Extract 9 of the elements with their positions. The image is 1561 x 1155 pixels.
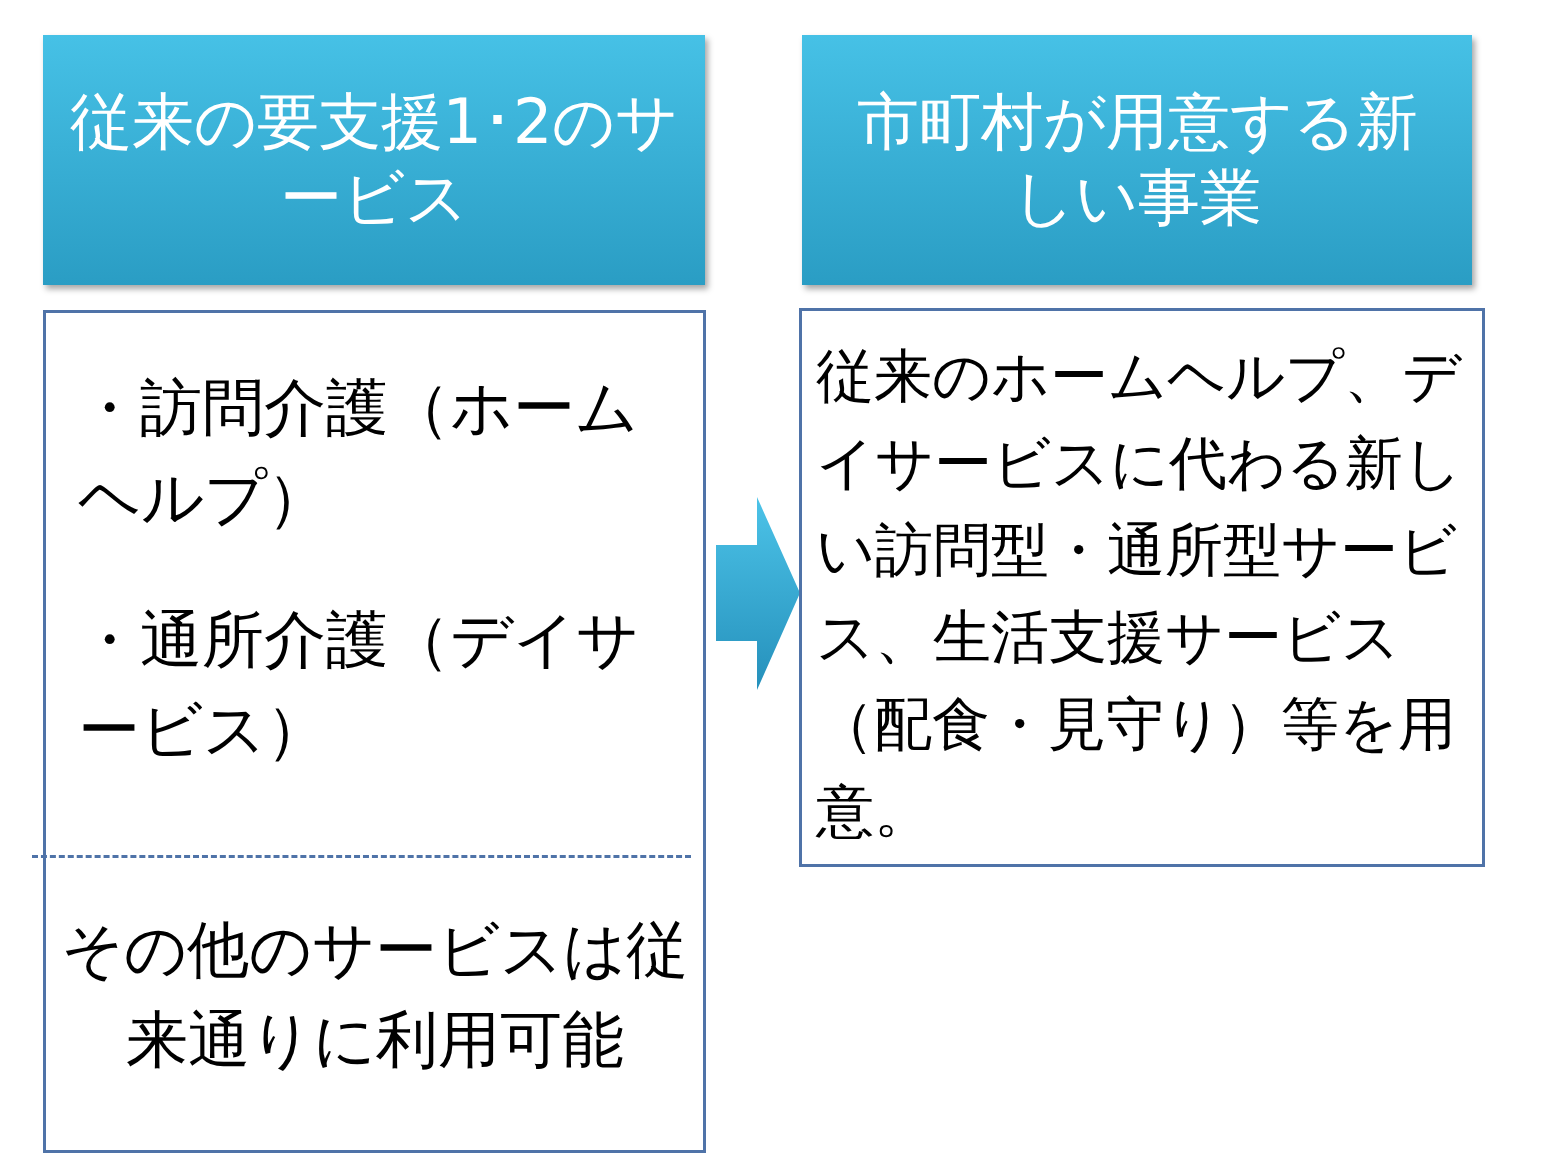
note-text: その他のサービスは従来通りに利用可能 (60, 912, 689, 1078)
description-text: 従来のホームヘルプ、デイサービスに代わる新しい訪問型・通所型サービス、生活支援サービス（配食・見守り）等を用意。 (816, 341, 1463, 847)
header-box (43, 35, 705, 285)
service-text: ・訪問介護（ホームヘルプ） (78, 370, 639, 536)
service-text: ・通所介護（デイサービス） (78, 601, 640, 768)
header-box (802, 35, 1472, 285)
header-text: 市町村が用意する新しい事業 (855, 84, 1419, 236)
block-arrow (716, 497, 800, 690)
header-text: 従来の要支援1･2のサービス (68, 84, 680, 236)
